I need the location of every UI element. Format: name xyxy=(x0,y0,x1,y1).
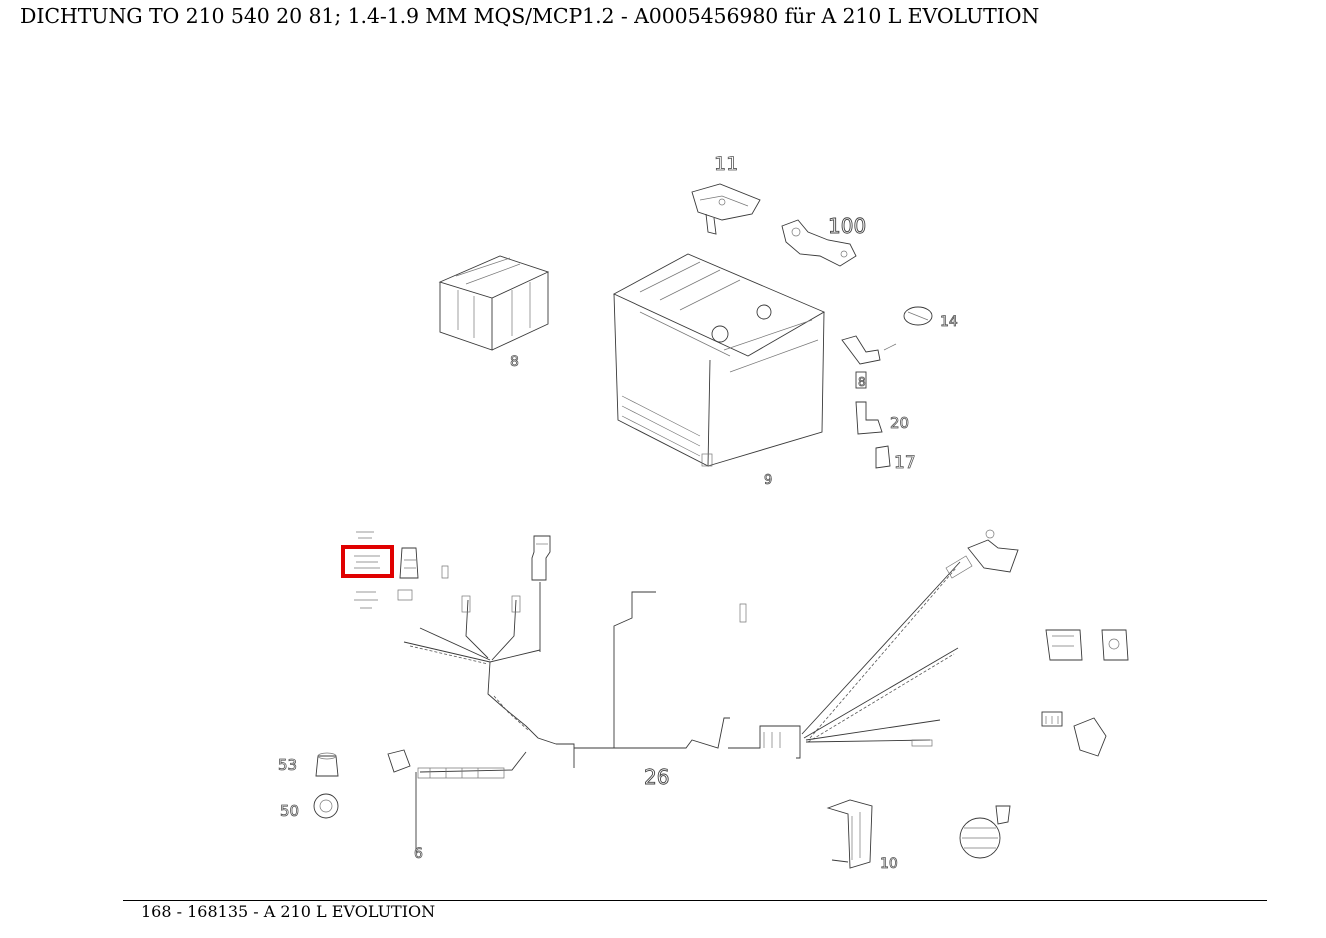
part-label-20: 20 xyxy=(890,414,909,432)
part-label-17: 17 xyxy=(894,453,916,473)
cap-part[interactable] xyxy=(959,805,1011,859)
grommet-part-50[interactable] xyxy=(313,793,339,819)
page-title: DICHTUNG TO 210 540 20 81; 1.4-1.9 MM MQ… xyxy=(20,4,1040,28)
battery-part[interactable] xyxy=(612,253,826,467)
grommet-part-53[interactable] xyxy=(315,752,339,777)
nut-part[interactable] xyxy=(855,371,867,389)
connector-part[interactable] xyxy=(1041,711,1107,757)
bracket-part[interactable] xyxy=(781,219,857,267)
battery-clamp-part[interactable] xyxy=(691,183,761,235)
terminal-clamp-part[interactable] xyxy=(841,335,897,365)
part-label-50: 50 xyxy=(280,802,299,820)
washer-part[interactable] xyxy=(875,445,891,469)
part-label-6: 6 xyxy=(414,846,423,862)
part-label-9-battery: 9 xyxy=(764,473,772,488)
wiring-harness-part[interactable] xyxy=(387,529,1019,852)
highlight-box xyxy=(341,545,394,578)
part-label-100: 100 xyxy=(828,214,866,238)
part-label-26: 26 xyxy=(644,765,669,789)
holder-part[interactable] xyxy=(826,799,873,869)
part-label-14: 14 xyxy=(940,314,958,330)
plug-part[interactable] xyxy=(531,535,551,581)
terminal-cap-part[interactable] xyxy=(903,306,933,326)
part-label-10: 10 xyxy=(880,856,898,872)
relay-part[interactable] xyxy=(1045,629,1129,661)
battery-tray-part[interactable] xyxy=(438,255,550,351)
part-label-11: 11 xyxy=(714,153,738,175)
part-label-8-tray: 8 xyxy=(510,354,519,370)
part-label-53: 53 xyxy=(278,756,297,774)
part-label-8: 8 xyxy=(858,375,866,389)
bolt-part[interactable] xyxy=(855,401,883,435)
seal-part-highlighted[interactable] xyxy=(341,545,394,578)
footer-divider xyxy=(123,900,1267,901)
footer-caption: 168 - 168135 - A 210 L EVOLUTION xyxy=(141,902,436,921)
seal-cluster[interactable] xyxy=(354,531,449,609)
